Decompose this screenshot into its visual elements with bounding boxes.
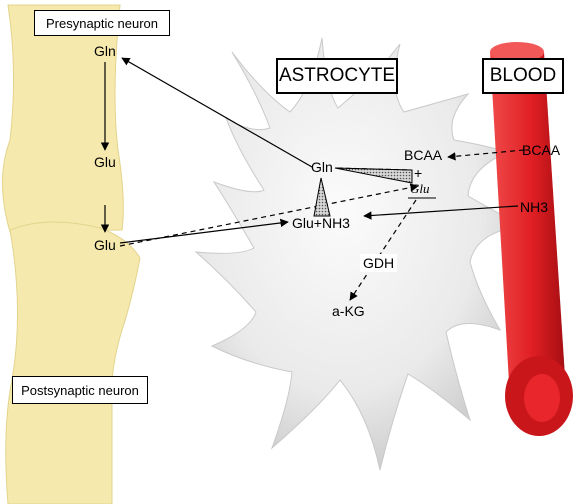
blood-bcaa-label: BCAA — [522, 143, 560, 157]
synapse-glu-label: Glu — [94, 238, 116, 252]
astrocyte-shape — [196, 38, 522, 470]
plus-sign: + — [414, 166, 422, 180]
akg-label: a-KG — [332, 304, 365, 318]
postsynaptic-label: Postsynaptic neuron — [12, 376, 148, 404]
blood-label: BLOOD — [482, 58, 564, 94]
astrocyte-label: ASTROCYTE — [276, 58, 398, 94]
pre-glu-label: Glu — [94, 155, 116, 169]
astro-gln-label: Gln — [311, 160, 333, 174]
astro-glu-nh3-label: Glu+NH3 — [292, 216, 350, 230]
gdh-label: GDH — [360, 254, 397, 272]
presynaptic-label: Presynaptic neuron — [34, 10, 170, 36]
postsynaptic-neuron-shape — [6, 222, 140, 504]
astro-bcaa-label: BCAA — [404, 148, 442, 162]
astro-glu-italic-label: Glu — [410, 182, 430, 195]
blood-vessel — [490, 42, 573, 436]
pre-gln-label: Gln — [94, 44, 116, 58]
blood-nh3-label: NH3 — [520, 200, 548, 214]
